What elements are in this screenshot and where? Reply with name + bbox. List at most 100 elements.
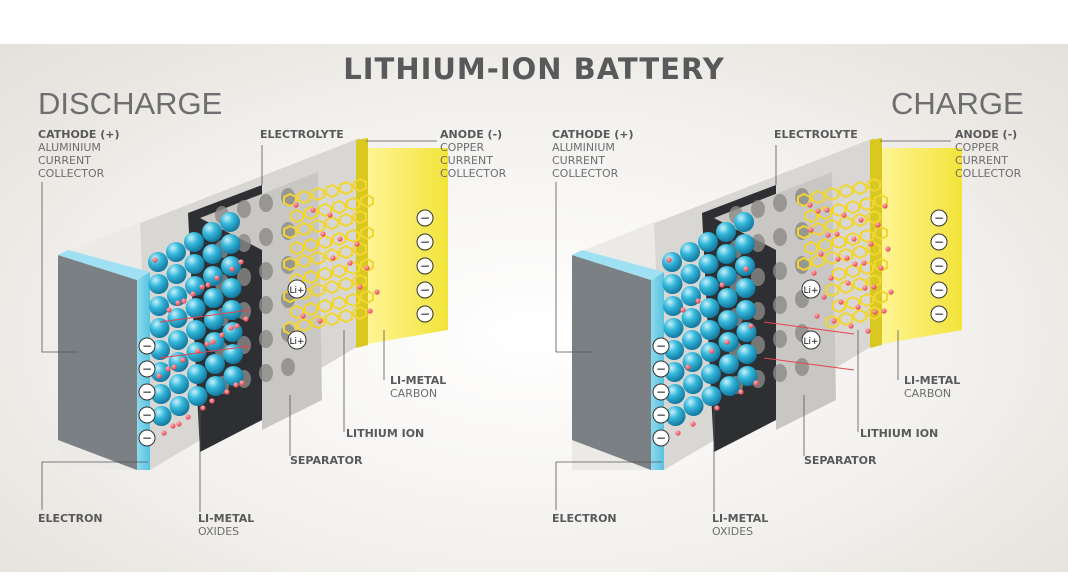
carbon-lattice-cell — [846, 263, 860, 279]
cathode-line-1: ALUMINIUM — [38, 141, 101, 154]
lithium-ion-dot — [243, 316, 249, 322]
metal-oxide-sphere — [717, 266, 737, 286]
electron-minus-text: − — [142, 385, 152, 399]
electron-minus-text: − — [934, 259, 944, 273]
lithium-ion-dot — [300, 313, 306, 319]
lithium-ion-dot — [229, 266, 235, 272]
electron-minus-text: − — [142, 362, 152, 376]
li-metal-oxides-label: LI-METAL OXIDES — [198, 512, 254, 538]
electrolyte-pore — [259, 262, 273, 280]
lithium-ion-dot — [824, 207, 830, 213]
ion-flow-arrow — [763, 357, 855, 371]
electrolyte-pore — [237, 200, 251, 218]
lithium-ion-dot — [180, 357, 186, 363]
carbon-lattice-cell — [332, 199, 346, 215]
lithium-ion-dot — [828, 275, 834, 281]
lithium-ion-dot — [875, 222, 881, 228]
electron-text-charge: ELECTRON — [552, 512, 617, 525]
electron-symbol — [416, 257, 434, 275]
lithium-ion-dot — [831, 318, 837, 324]
cathode-line-3: COLLECTOR — [38, 167, 105, 180]
lithium-ion-dot — [233, 382, 239, 388]
lithium-ion-dot — [347, 260, 353, 266]
cathode-line-2: CURRENT — [38, 154, 91, 167]
electrolyte-text: ELECTROLYTE — [260, 128, 344, 141]
electron-symbol — [138, 337, 156, 355]
electron-symbol — [416, 281, 434, 299]
metal-oxide-sphere — [680, 264, 701, 284]
metal-oxide-sphere — [187, 386, 208, 406]
carbon-lattice-cell — [283, 256, 297, 272]
electrolyte-text-charge: ELECTROLYTE — [774, 128, 858, 141]
lithium-ion-dot — [845, 280, 851, 286]
carbon-lattice-cell — [290, 304, 304, 320]
lithium-ion-dot — [714, 405, 720, 411]
metal-oxide-sphere — [203, 266, 223, 286]
carbon-lattice-cell — [853, 276, 867, 292]
carbon-lattice-cell — [346, 228, 360, 244]
metal-oxide-sphere — [701, 364, 721, 384]
lithium-ion-dot — [166, 307, 172, 313]
mode-charge: CHARGE — [891, 86, 1024, 121]
lithium-ion-dot — [320, 231, 326, 237]
cathode-label: CATHODE (+) ALUMINIUM CURRENT COLLECTOR — [38, 128, 120, 180]
electrolyte-label: ELECTROLYTE — [260, 128, 344, 141]
metal-oxide-sphere — [185, 276, 205, 296]
electron-symbol — [416, 233, 434, 251]
lithium-ion-text-charge: LITHIUM ION — [860, 427, 939, 440]
electron-minus-text: − — [142, 431, 152, 445]
cathode-title: CATHODE (+) — [38, 128, 120, 141]
ion-flow-arrow — [159, 309, 251, 323]
metal-oxide-sphere — [682, 352, 703, 372]
lithium-ion-dot — [185, 414, 191, 420]
metal-oxide-sphere — [718, 310, 738, 330]
carbon-lattice-cell — [874, 257, 888, 273]
carbon-lattice-cell — [874, 225, 888, 241]
carbon-lattice-cell — [346, 196, 360, 212]
li-metal-carbon-label-charge: LI-METAL CARBON — [904, 374, 960, 400]
carbon-lattice-cell — [297, 221, 311, 237]
carbon-lattice-cell — [290, 208, 304, 224]
carbon-lattice-cell — [325, 215, 339, 231]
lithium-ion-label-charge: LITHIUM ION — [860, 427, 938, 440]
carbon-lattice-cell — [832, 298, 846, 314]
metal-oxide-sphere — [663, 296, 683, 316]
carbon-lattice-cell — [283, 192, 297, 208]
carbon-lattice-cell — [297, 317, 311, 333]
lithium-ion-dot — [808, 227, 814, 233]
metal-oxide-sphere — [662, 252, 682, 272]
carbon-lattice-cell — [832, 266, 846, 282]
metal-oxide-sphere — [680, 242, 700, 262]
carbon-lattice-cell — [853, 244, 867, 260]
carbon-lattice-cell — [825, 314, 839, 330]
carbon-lattice-cell — [304, 205, 318, 221]
metal-oxide-sphere — [222, 300, 242, 320]
electron-symbol — [930, 257, 948, 275]
ion-flow-arrow — [159, 345, 251, 359]
li-metal-oxides-label-charge: LI-METAL OXIDES — [712, 512, 768, 538]
electron-minus-text: − — [656, 385, 666, 399]
lithium-ion-dot — [310, 207, 316, 213]
carbon-lattice-cell — [332, 263, 346, 279]
electron-symbol — [652, 406, 670, 424]
lithium-ion-dot — [814, 313, 820, 319]
li-metal-carbon-label: LI-METAL CARBON — [390, 374, 446, 400]
anode-line-2-charge: CURRENT — [955, 154, 1008, 167]
charge-cell: −−−−−−−−−−Li+Li+ — [572, 138, 962, 470]
electron-symbol — [416, 209, 434, 227]
metal-oxide-sphere — [166, 242, 186, 262]
electrolyte-pore — [259, 228, 273, 246]
electrolyte-pore — [259, 194, 273, 212]
carbon-lattice-cell — [346, 292, 360, 308]
carbon-lattice-cell — [825, 250, 839, 266]
carbon-lattice-cell — [825, 186, 839, 202]
carbon-lattice-cell — [360, 289, 374, 305]
electron-symbol — [652, 337, 670, 355]
metal-oxide-sphere — [205, 376, 226, 396]
metal-oxide-sphere — [716, 244, 737, 264]
cathode-line-2-charge: CURRENT — [552, 154, 605, 167]
lithium-ion-dot — [214, 275, 220, 281]
case-left-wall — [58, 255, 137, 470]
electron-symbol — [138, 406, 156, 424]
metal-oxide-sphere — [735, 256, 755, 276]
